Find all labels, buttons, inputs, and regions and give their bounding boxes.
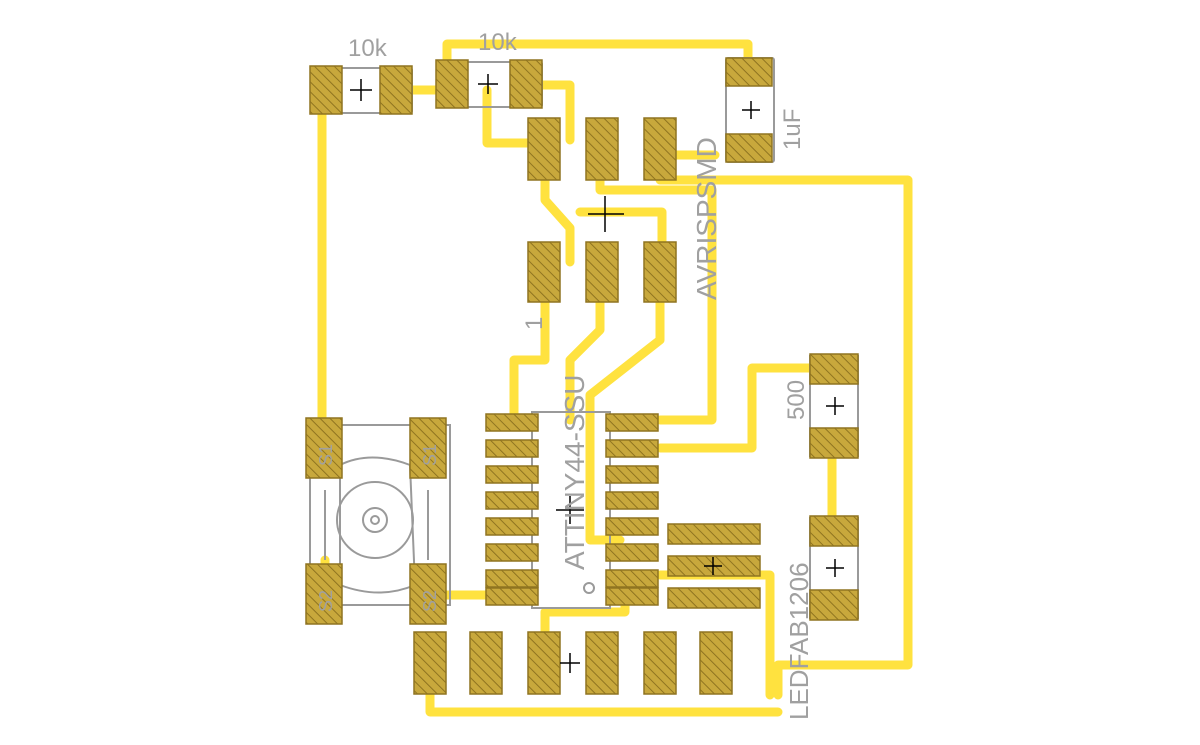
header-pad-1	[527, 117, 561, 181]
cross-chip	[556, 496, 584, 524]
switch-pad-ul	[305, 417, 343, 479]
c1-value-label: 1uF	[779, 109, 806, 150]
cross-r2	[478, 74, 498, 94]
cross-header	[588, 196, 624, 232]
c1-pad-top	[725, 57, 773, 87]
chip-pin-r5	[605, 517, 659, 536]
chip-pin-l7	[485, 569, 539, 588]
bottom-pad-4	[585, 631, 619, 695]
chip-pin1-marker	[583, 582, 595, 594]
chip-pin-r3	[605, 465, 659, 484]
switch-dot	[370, 515, 380, 525]
trace-header-cross	[540, 170, 575, 267]
r1-pad-left	[309, 65, 343, 115]
switch-pad-ll	[305, 563, 343, 625]
r3-pad-top	[809, 353, 859, 385]
header-name-label: AVRISPSMD	[691, 137, 722, 300]
bottom-pad-1	[413, 631, 447, 695]
cross-c1	[742, 101, 760, 119]
header-pad-6	[643, 241, 677, 303]
chip-pin-r2	[605, 439, 659, 458]
switch-pad-ul-label: S1	[316, 444, 336, 466]
chip-pin-l4	[485, 491, 539, 510]
header-pad-4	[527, 241, 561, 303]
cross-r1	[350, 79, 372, 101]
trace-r2-right	[535, 80, 575, 145]
bottom-pad-2	[469, 631, 503, 695]
chip-outline	[531, 411, 611, 609]
chip-pin-r1	[605, 413, 659, 432]
trace-pin1-left	[509, 287, 550, 425]
chip-pin-l3	[485, 465, 539, 484]
trace-header-pin5	[565, 290, 605, 425]
r2-pad-right	[509, 59, 543, 109]
switch-ring	[336, 481, 414, 559]
center-crosses	[350, 74, 844, 673]
chip-pin-l1	[485, 413, 539, 432]
c1-pad-bottom	[725, 133, 773, 163]
bottom-pad-6	[699, 631, 733, 695]
cross-bottom	[560, 653, 580, 673]
chip-pin-l8	[485, 587, 539, 606]
cross-hpad	[704, 557, 722, 575]
cross-led	[826, 559, 844, 577]
chip-pin-r4	[605, 491, 659, 510]
r1-value-label: 10k	[348, 35, 388, 62]
bottom-pad-3	[527, 631, 561, 695]
led-name-label: LEDFAB1206	[784, 562, 814, 720]
trace-header-mid	[595, 170, 717, 425]
switch-outline	[309, 424, 451, 606]
chip-name-label: ATTINY44-SSU	[559, 374, 590, 570]
switch-pad-ll-label: S2	[316, 590, 336, 612]
header-pad-5	[585, 241, 619, 303]
chip-pin-r6	[605, 543, 659, 562]
hpad-3	[667, 587, 761, 609]
chip-pin-r8	[605, 587, 659, 606]
switch-ring-inner	[362, 507, 388, 533]
header-pad-3	[643, 117, 677, 181]
led-pad-top	[809, 515, 859, 547]
r2-pad-left	[435, 59, 469, 109]
switch-pad-lr	[409, 563, 447, 625]
r3-value-label: 500	[783, 380, 810, 420]
r3-pad-bottom	[809, 427, 859, 459]
r2-value-label: 10k	[478, 29, 518, 56]
switch-pad-ur-label: S1	[420, 444, 440, 466]
led-pad-bottom	[809, 589, 859, 621]
header-pin1-label: 1	[521, 317, 548, 330]
hpad-1	[667, 523, 761, 545]
switch-pad-ur	[409, 417, 447, 479]
switch-pad-lr-label: S2	[420, 590, 440, 612]
trace-header-pin6	[585, 285, 665, 545]
chip-pin-l2	[485, 439, 539, 458]
switch-body	[339, 456, 417, 594]
r1-pad-right	[379, 65, 413, 115]
chip-pin-l6	[485, 543, 539, 562]
chip-pin-r7	[605, 569, 659, 588]
bottom-pad-5	[643, 631, 677, 695]
trace-r3-to-chip	[655, 363, 835, 453]
chip-pin-l5	[485, 517, 539, 536]
header-pad-2	[585, 117, 619, 181]
cross-r3	[826, 397, 844, 415]
trace-mid-cross	[575, 207, 667, 255]
